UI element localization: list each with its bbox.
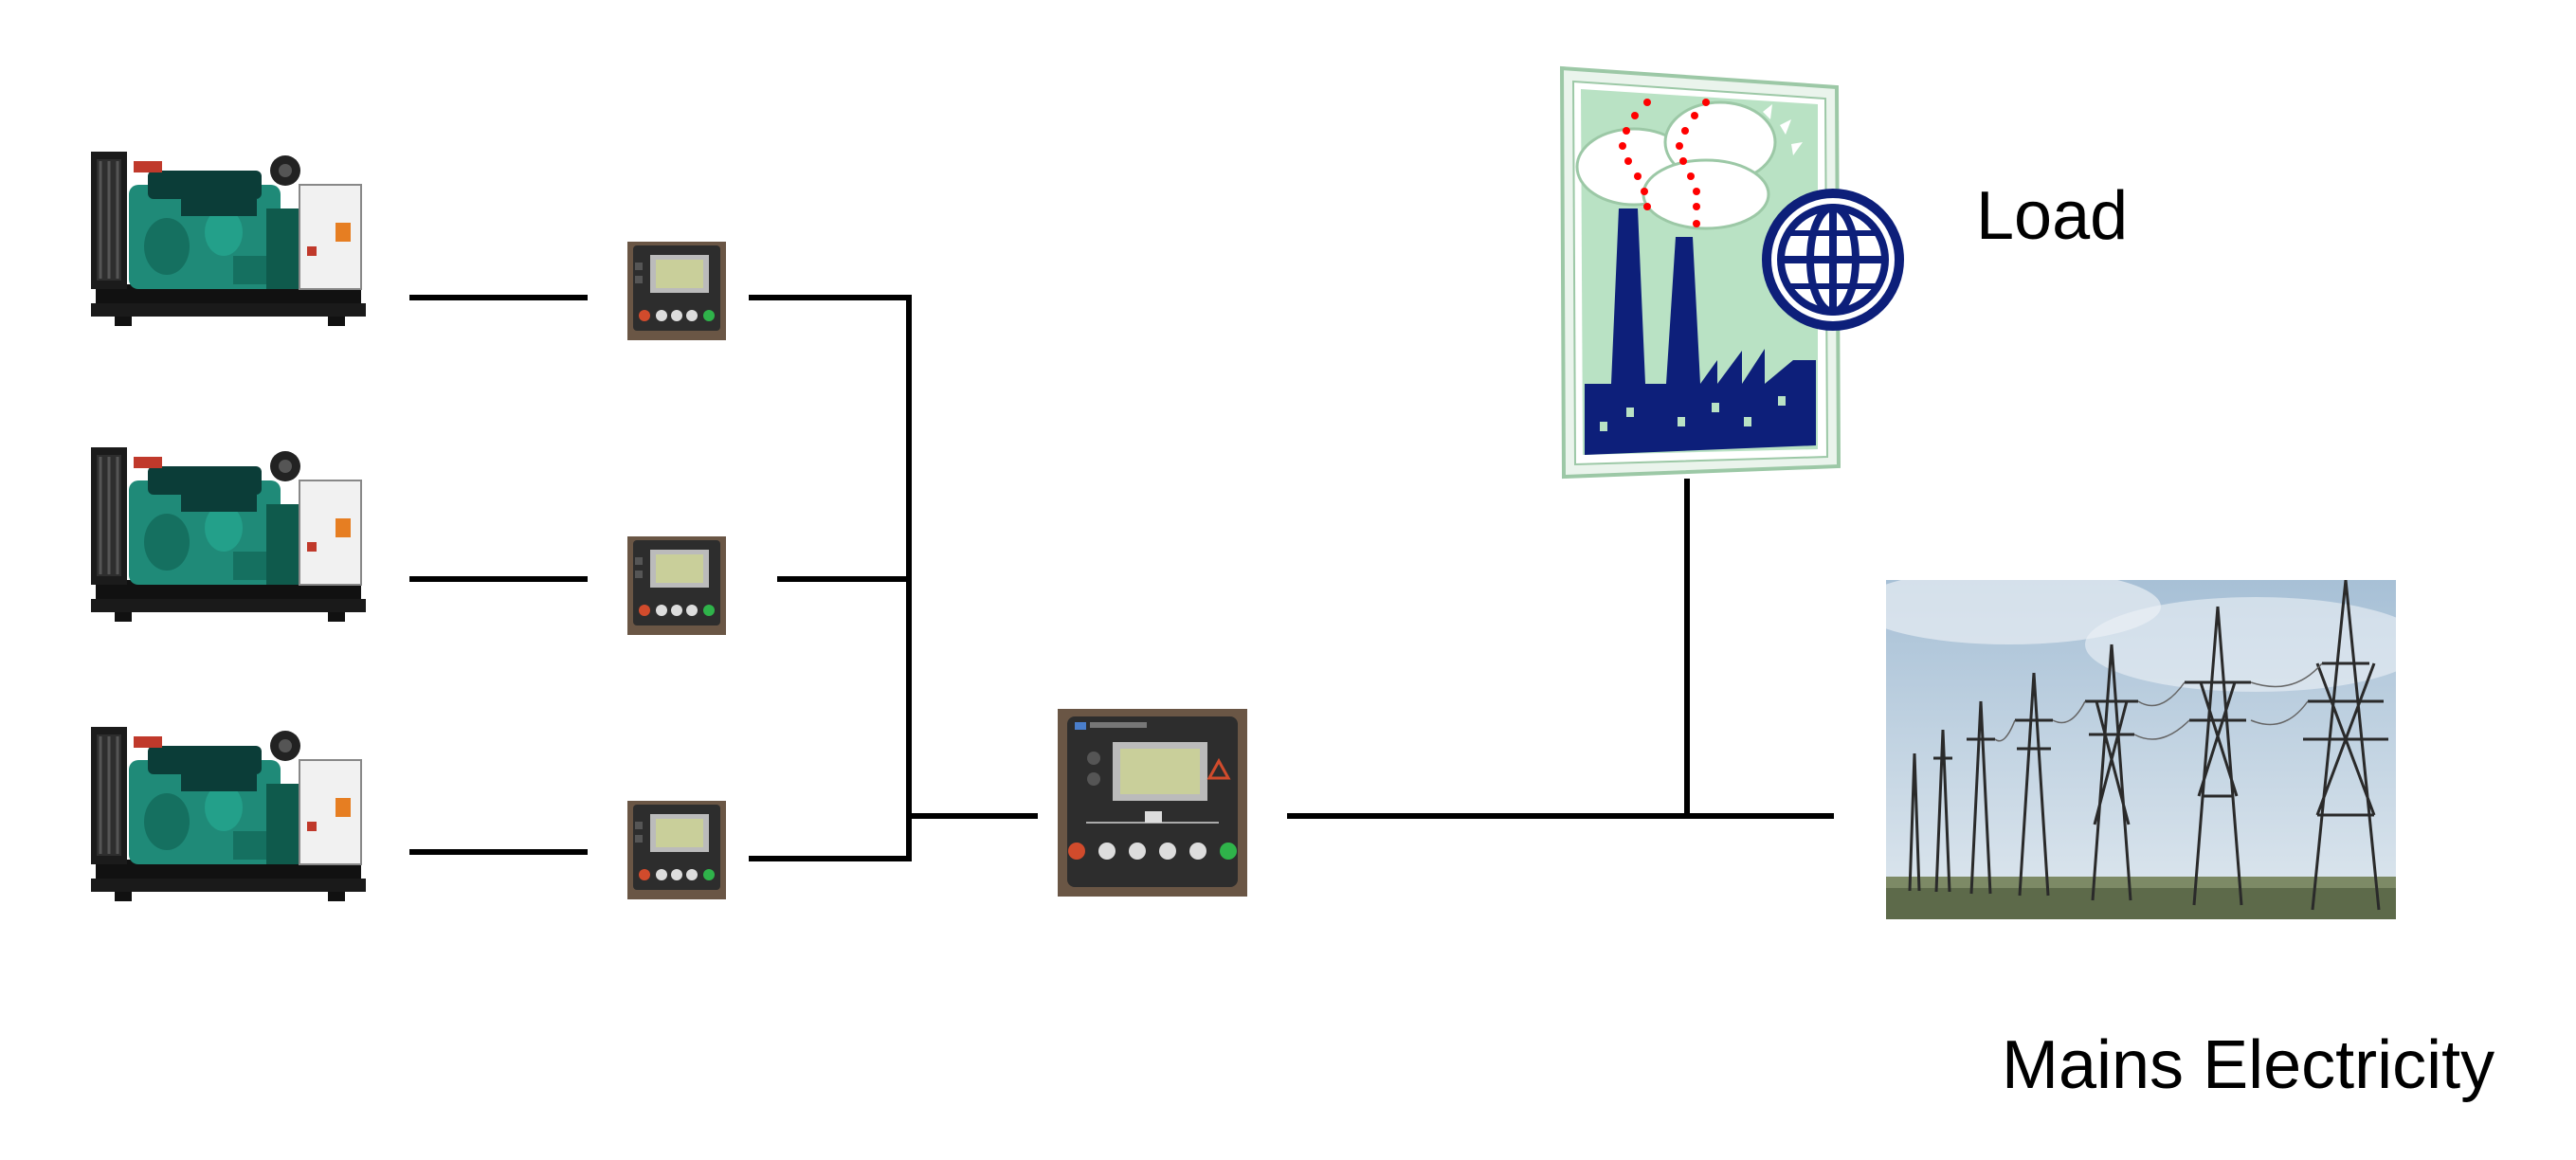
mains-electricity-label: Mains Electricity [2002,1027,2495,1103]
power-pylons-icon [1886,580,2396,919]
generator-2-icon [89,445,368,624]
wiring [409,295,1834,861]
factory-globe-icon [1559,65,1904,480]
load-label: Load [1976,178,2129,254]
controller-2-icon [627,536,726,635]
controller-3-icon [627,801,726,899]
controller-1-icon [627,242,726,340]
generator-3-icon [89,725,368,903]
generator-1-icon [89,150,368,328]
main-controller-icon [1058,709,1247,897]
